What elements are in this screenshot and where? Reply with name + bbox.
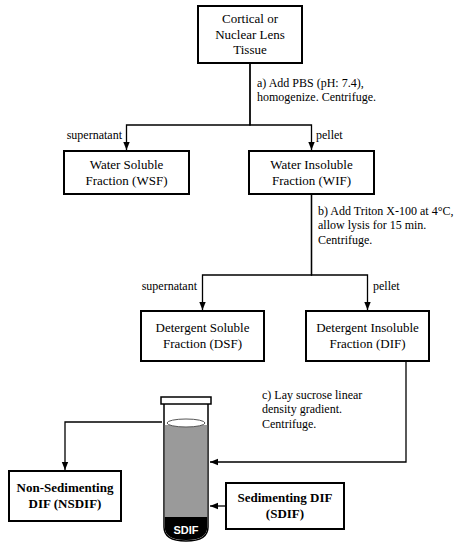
flow-arrow xyxy=(203,195,312,310)
node-text: Detergent Insoluble Fraction (DIF) xyxy=(312,320,423,351)
edge-label: supernatant xyxy=(67,128,122,142)
flow-arrow xyxy=(127,64,251,150)
step-note: c) Lay sucrose linear density gradient. … xyxy=(262,388,398,431)
node-text: Cortical or Nuclear Lens Tissue xyxy=(204,11,296,58)
fraction-box: Water Soluble Fraction (WSF) xyxy=(63,150,190,195)
source-box: Cortical or Nuclear Lens Tissue xyxy=(197,5,303,64)
centrifuge-tube: SDIF xyxy=(158,395,214,545)
fraction-box: Detergent Soluble Fraction (DSF) xyxy=(140,310,265,362)
edge-label: supernatant xyxy=(142,279,197,293)
fraction-box: Water Insoluble Fraction (WIF) xyxy=(248,150,375,195)
edge-label: pellet xyxy=(316,128,343,142)
tube-drawing xyxy=(158,395,214,545)
edge-label: pellet xyxy=(373,279,400,293)
result-box: Sedimenting DIF (SDIF) xyxy=(225,482,345,530)
flow-arrow xyxy=(210,505,225,506)
node-text: Water Soluble Fraction (WSF) xyxy=(70,157,183,188)
node-text: Water Insoluble Fraction (WIF) xyxy=(255,157,368,188)
step-note: a) Add PBS (pH: 7.4), homogenize. Centri… xyxy=(257,76,407,105)
step-note: b) Add Triton X-100 at 4°C, allow lysis … xyxy=(318,204,464,247)
node-text: Non-Sedimenting DIF (NSDIF) xyxy=(15,480,115,511)
fraction-box: Detergent Insoluble Fraction (DIF) xyxy=(305,310,430,362)
node-text: Sedimenting DIF (SDIF) xyxy=(232,490,338,521)
flow-arrow xyxy=(65,422,162,470)
result-box: Non-Sedimenting DIF (NSDIF) xyxy=(8,470,122,522)
flow-arrow xyxy=(210,362,406,462)
node-text: SDIF xyxy=(173,524,198,537)
node-text: Detergent Soluble Fraction (DSF) xyxy=(147,320,258,351)
